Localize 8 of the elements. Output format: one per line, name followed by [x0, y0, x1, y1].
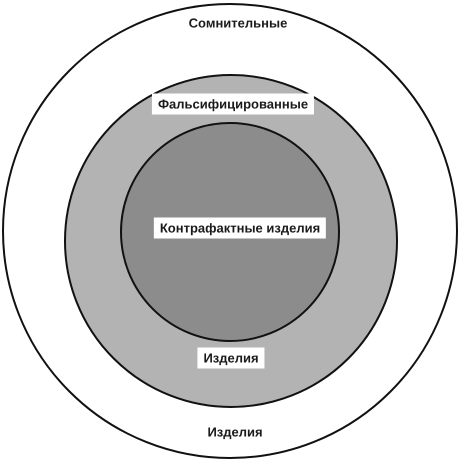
inner-circle	[120, 122, 340, 342]
circle-label: Изделия	[197, 348, 265, 368]
circle-label: Изделия	[207, 424, 263, 440]
circle-label: Фальсифицированные	[152, 94, 314, 114]
outer-circle	[2, 3, 458, 459]
middle-circle	[64, 74, 398, 408]
circle-label: Сомнительные	[188, 16, 288, 30]
circle-label: Контрафактные изделия	[154, 218, 326, 238]
